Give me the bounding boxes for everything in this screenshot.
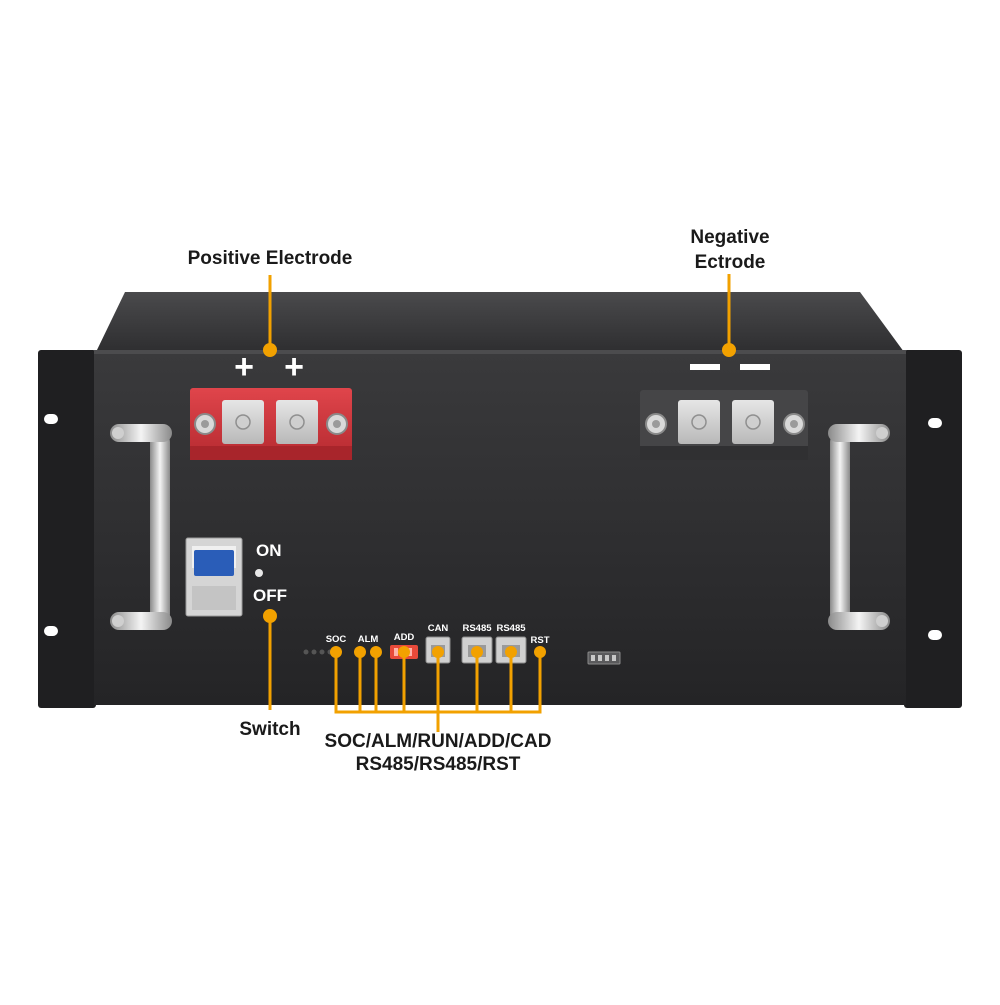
- callout-ports-line2: RS485/RS485/RST: [356, 754, 521, 775]
- port-label-soc: SOC: [326, 634, 347, 645]
- switch-indicator-led: [255, 569, 263, 577]
- negative-sign-left: [690, 364, 720, 370]
- negative-sign-right: [740, 364, 770, 370]
- positive-sign-left: +: [234, 348, 254, 386]
- port-label-can: CAN: [428, 623, 449, 634]
- callout-negative-line1: Negative: [690, 227, 769, 248]
- left-handle: [110, 424, 172, 630]
- port-label-alm: ALM: [358, 634, 379, 645]
- port-label-add: ADD: [394, 632, 415, 643]
- port-label-rst: RST: [531, 635, 550, 646]
- callout-positive-electrode: Positive Electrode: [188, 248, 353, 269]
- port-label-rs485-1: RS485: [462, 623, 492, 634]
- port-label-rs485-2: RS485: [496, 623, 526, 634]
- positive-terminal: [190, 388, 352, 460]
- breaker-toggle[interactable]: [194, 550, 234, 576]
- callout-ports-line1: SOC/ALM/RUN/ADD/CAD: [325, 731, 552, 752]
- callout-lines: [268, 274, 731, 732]
- right-handle: [828, 424, 890, 630]
- dry-contact-connector: [587, 651, 621, 665]
- breaker-switch[interactable]: [185, 537, 243, 617]
- callout-switch: Switch: [239, 719, 300, 740]
- chassis-top: [96, 292, 904, 352]
- switch-on-label: ON: [256, 541, 282, 560]
- callout-negative-line2: Ectrode: [695, 252, 766, 273]
- negative-terminal: [640, 390, 808, 460]
- right-rack-ear: [904, 350, 962, 708]
- switch-off-label: OFF: [253, 586, 287, 605]
- callout-dots: [263, 343, 736, 658]
- left-rack-ear: [38, 350, 96, 708]
- positive-sign-right: +: [284, 348, 304, 386]
